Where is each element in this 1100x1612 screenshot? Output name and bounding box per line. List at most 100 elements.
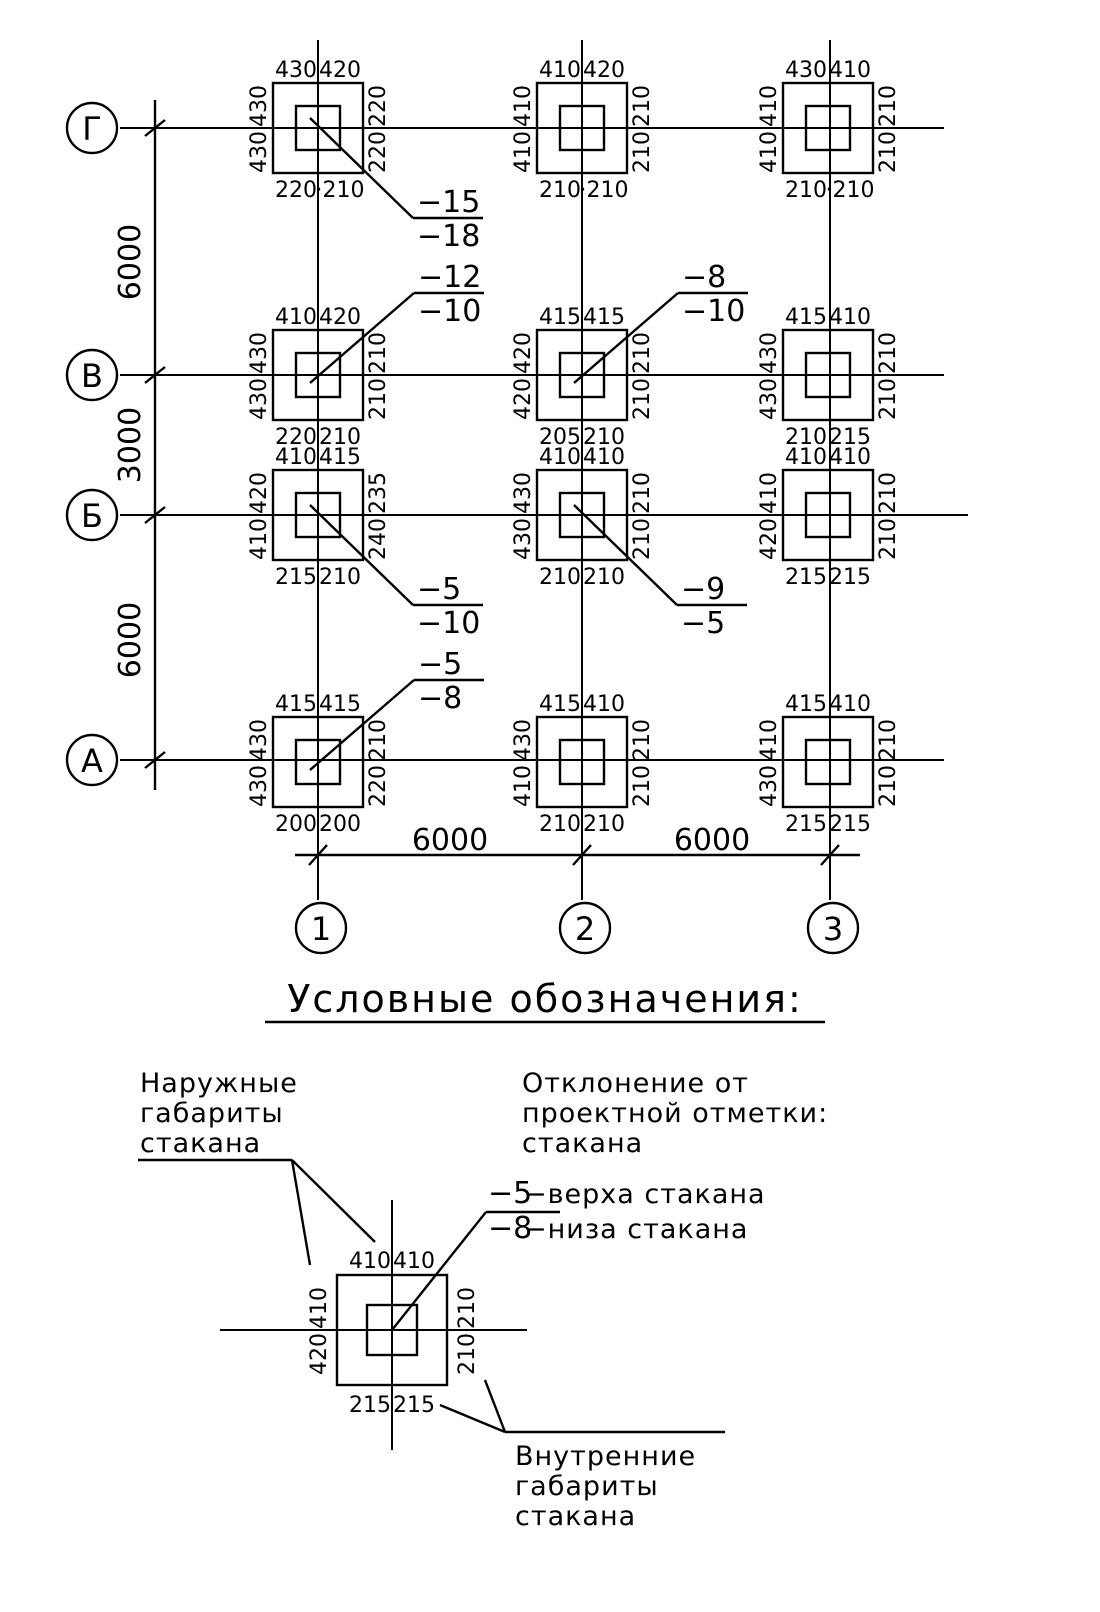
legend-title: Условные обозначения: [287,977,803,1021]
foundation-Б3-dim-bottom-right: 215 [829,565,871,590]
foundation-А2-dim-top-left: 415 [539,692,581,717]
foundation-Б2-inner-outline [558,491,606,539]
axis-bubble-А [65,733,119,787]
foundation-В2-dim-right-top: 210 [630,332,655,374]
foundation-А1-dim-top-left: 415 [275,692,317,717]
foundation-Г2-dim-bottom-left: 210 [539,178,581,203]
foundation-В3-dim-top-left: 415 [785,305,827,330]
foundation-Б3-dim-bottom-left: 215 [785,565,827,590]
legend-sample-outer-outline [335,1273,449,1387]
deviation-label: стакана [522,1128,643,1159]
foundation-А1-dim-right-bottom: 220 [366,765,391,807]
foundation-Г1-dim-bottom-right: ·210 [316,178,365,203]
foundation-В3-outer-outline [781,328,875,422]
foundation-Г2-dim-top-right: 420 [583,58,625,83]
legend-sample-dim-right-bottom: 210 [455,1333,480,1375]
foundation-Г1-inner-outline [294,104,342,152]
foundation-А1-dim-top-right: 415 [319,692,361,717]
axis-bubble-1 [294,901,348,955]
axis-bubble-Г [65,101,119,155]
foundation-В1-dim-right-top: 210 [366,332,391,374]
inner-dimensions-label: Внутренние [515,1441,696,1472]
foundation-Г3-dim-left-bottom: 410 [757,131,782,173]
legend-deviation-leader [391,1211,487,1331]
inner-dimensions-label: габариты [515,1471,659,1502]
foundation-В1-inner-outline [294,351,342,399]
legend-sample-inner-outline [365,1303,419,1357]
foundation-В3-dim-right-bottom: 210 [876,378,901,420]
deviation-В2-top-value: −8 [682,260,726,295]
foundation-В1-dim-top-right: 420 [319,305,361,330]
row-span-label: 6000 [113,602,148,678]
foundation-В2-dim-left-bottom: 420 [511,378,536,420]
foundation-В2-dim-bottom-left: 205 [539,425,581,450]
inner-dimensions-label: стакана [515,1501,636,1532]
outer-dimensions-label: Наружные [140,1068,298,1099]
foundation-Г1-dim-right-top: 220 [366,85,391,127]
dimension-tick [144,119,166,137]
foundation-А3-outer-outline [781,715,875,809]
foundation-В2-inner-outline [558,351,606,399]
foundation-Г1-dim-bottom-left: 220 [275,178,317,203]
legend-bottom-deviation-text: −низа стакана [524,1214,748,1245]
legend-sample-dim-right-top: 210 [455,1287,480,1329]
foundation-А1-dim-left-bottom: 430 [247,765,272,807]
foundation-А2-dim-top-right: 410 [583,692,625,717]
foundation-Б3-dim-left-bottom: 420 [757,518,782,560]
foundation-А1-outer-outline [271,715,365,809]
deviation-Б1-top-value: −5 [417,572,461,607]
foundation-Г2-dim-top-left: 410 [539,58,581,83]
legend-sample-dim-bottom-right: 215 [393,1393,435,1418]
foundation-В3-dim-right-top: 210 [876,332,901,374]
legend-top-deviation-value: −5 [488,1176,532,1211]
column-span-label: 6000 [674,823,750,858]
deviation-Г1-top-value: −15 [417,185,480,220]
foundation-А2-dim-left-bottom: 410 [511,765,536,807]
foundation-Б2-dim-bottom-left: 210 [539,565,581,590]
deviation-Г1-bottom-value: −18 [417,219,480,254]
axis-label-col: 1 [311,910,331,948]
foundation-Г1-dim-top-left: 430 [275,58,317,83]
foundation-Г3-dim-right-bottom: 210 [876,131,901,173]
foundation-В1-dim-left-bottom: 430 [247,378,272,420]
deviation-Б1-bottom-value: −10 [417,606,480,641]
deviation-label: Отклонение от [522,1068,749,1099]
foundation-В2-dim-right-bottom: 210 [630,378,655,420]
axis-bubble-Б [65,488,119,542]
foundation-Г1-outer-outline [271,81,365,175]
foundation-А3-dim-top-left: 415 [785,692,827,717]
foundation-В3-dim-bottom-right: 215 [829,425,871,450]
foundation-Б1-dim-top-left: 410 [275,445,317,470]
foundation-А1-dim-right-top: 210 [366,719,391,761]
foundation-А3-dim-bottom-left: 215 [785,812,827,837]
legend-sample-dim-left-top: 410 [307,1287,332,1329]
deviation-А1-bottom-value: −8 [418,681,462,716]
foundation-Б1-dim-right-bottom: 240 [366,518,391,560]
axis-label-row: А [81,742,103,780]
foundation-Б3-dim-top-left: 410 [785,445,827,470]
foundation-А1-dim-bottom-right: 200 [319,812,361,837]
foundation-Б2-dim-top-right: 410 [583,445,625,470]
legend-sample-dim-left-bottom: 420 [307,1333,332,1375]
foundation-Б3-dim-left-top: 410 [757,472,782,514]
dimension-tick [820,844,840,866]
deviation-Б2-top-value: −9 [681,572,725,607]
foundation-А3-dim-left-top: 410 [757,719,782,761]
foundation-В3-dim-top-right: 410 [829,305,871,330]
deviation-Б2-bottom-value: −5 [681,606,725,641]
foundation-В2-outer-outline [535,328,629,422]
row-span-label: 6000 [113,224,148,300]
foundation-Б1-dim-left-top: 420 [247,472,272,514]
foundation-В3-inner-outline [804,351,852,399]
foundation-Б3-outer-outline [781,468,875,562]
foundation-А2-dim-right-bottom: 210 [630,765,655,807]
axis-label-row: Г [82,110,102,148]
legend-bottom-deviation-value: −8 [488,1211,532,1246]
dimension-tick [144,751,166,769]
inner-dimensions-leader [483,1379,507,1433]
column-span-label: 6000 [412,823,488,858]
foundation-В1-dim-top-left: 410 [275,305,317,330]
deviation-В1-top-value: −12 [418,260,481,295]
deviation-Б1-leader [309,504,414,606]
foundation-Б3-inner-outline [804,491,852,539]
